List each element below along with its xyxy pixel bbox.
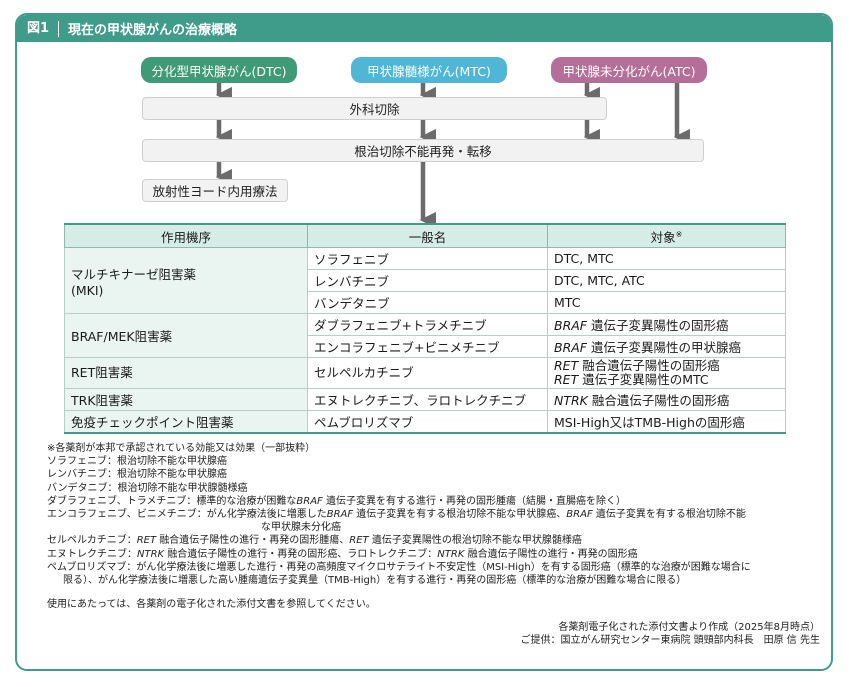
flow-arrows [215,83,690,225]
header-target-label: 対象 [650,229,676,245]
node-dtc: 分化型甲状腺がん(DTC) [141,57,297,83]
header-generic: 一般名 [307,223,548,248]
drug-name: ペムブロリズマブ [307,410,548,434]
note-text: 遺伝子変異を有する進行・再発の固形腫瘍（結腸・直腸癌を除く） [322,495,626,507]
source-credit: 各薬剤電子化された添付文書より作成（2025年8月時点） ご提供：国立がん研究セ… [520,621,820,647]
node-rai: 放射性ヨード内用療法 [142,179,288,202]
header-mechanism: 作用機序 [64,223,308,248]
gene-name: RET [554,358,579,373]
note-text: セルペルカチニブ： [47,535,137,547]
gene-name: NTRK [554,393,588,408]
header-target: 対象※ [547,223,786,248]
figure-title: 現在の甲状腺がんの治療概略 [68,23,238,38]
note-line: レンバチニブ：根治切除不能な甲状腺癌 [47,469,227,481]
gene-name: RET [554,372,579,387]
figure-label: 図1 [17,20,60,37]
category-trk: TRK阻害薬 [64,388,308,411]
drug-name: レンバチニブ [307,269,548,292]
drug-target: BRAF 遺伝子変異陽性の甲状腺癌 [547,335,786,358]
note-line: エヌトレクチニブ：NTRK 融合遺伝子陽性の進行・再発の固形癌、ラロトレクチニブ… [47,548,787,561]
note-line: 限る）、がん化学療法後に増悪した高い腫瘍遺伝子変異量（TMB-High）を有する… [63,575,687,587]
drug-name: セルペルカチニブ [307,357,548,389]
note-text: 遺伝子変異を有する根治切除不能 [592,509,746,521]
node-mtc: 甲状腺髄様がん(MTC) [351,57,507,83]
drug-target: MSI-High又はTMB-Highの固形癌 [547,410,786,434]
table-row: マルチキナーゼ阻害薬(MKI) ソラフェニブ DTC, MTC [64,247,786,314]
table-row: TRK阻害薬 エヌトレクチニブ、ラロトレクチニブ NTRK 融合遺伝子陽性の固形… [64,388,786,411]
drug-target-text: 遺伝子変異陽性の甲状腺癌 [587,340,741,355]
drug-name: エンコラフェニブ+ビニメチニブ [307,335,548,358]
gene-name: BRAF [296,495,323,507]
table-header-row: 作用機序 一般名 対象※ [64,223,786,248]
note-line: ソラフェニブ：根治切除不能な甲状腺癌 [47,456,227,468]
footnotes: ※各薬剤が本邦で承認されている効能又は効果（一部抜粋） ソラフェニブ：根治切除不… [47,442,787,611]
gene-name: BRAF [566,509,593,521]
gene-name: BRAF [554,318,588,333]
note-line: な甲状腺未分化癌 [261,522,341,534]
note-line: バンデタニブ：根治切除不能な甲状腺髄様癌 [47,482,248,494]
note-line: セルペルカチニブ：RET 融合遺伝子陽性の進行・再発の固形腫瘍、RET 遺伝子変… [47,534,787,547]
note-text: 融合遺伝子陽性の進行・再発の固形癌、ラロトレクチニブ： [164,548,438,560]
category-braf: BRAF/MEK阻害薬 [64,313,308,358]
figure-frame: 図1 現在の甲状腺がんの治療概略 分化型甲状腺がん(DTC) 甲状腺髄様がん(M… [15,13,833,671]
note-text: 融合遺伝子陽性の進行・再発の固形腫瘍、 [156,535,350,547]
drug-target: DTC, MTC, ATC [547,269,786,292]
node-unresectable: 根治切除不能再発・転移 [142,139,704,162]
category-mki-line2: (MKI) [71,282,104,298]
note-line: エンコラフェニブ、ビニメチニブ：がん化学療法後に増悪したBRAF 遺伝子変異を有… [47,508,787,521]
drug-table: 作用機序 一般名 対象※ マルチキナーゼ阻害薬(MKI) ソラフェニブ DTC,… [64,223,786,434]
category-checkpoint: 免疫チェックポイント阻害薬 [64,410,308,434]
gene-name: NTRK [137,548,165,560]
drug-target: DTC, MTC [547,247,786,270]
note-text: エンコラフェニブ、ビニメチニブ：がん化学療法後に増悪した [47,509,327,521]
drug-target: NTRK 融合遺伝子陽性の固形癌 [547,388,786,411]
note-text: エヌトレクチニブ： [47,548,137,560]
drug-target-text: 遺伝子変異陽性のMTC [578,372,709,387]
figure-header: 図1 現在の甲状腺がんの治療概略 [17,15,831,42]
note-line: ※各薬剤が本邦で承認されている効能又は効果（一部抜粋） [47,443,316,454]
table-row: 免疫チェックポイント阻害薬 ペムブロリズマブ MSI-High又はTMB-Hig… [64,410,786,434]
category-ret: RET阻害薬 [64,357,308,389]
credit-line: 各薬剤電子化された添付文書より作成（2025年8月時点） [558,622,820,633]
table-row: レンバチニブ DTC, MTC, ATC [65,269,786,292]
note-text: 遺伝子変異を有する根治切除不能な甲状腺癌、 [353,509,567,521]
drug-name: ダブラフェニブ+トラメチニブ [307,313,548,336]
drug-target: BRAF 遺伝子変異陽性の固形癌 [547,313,786,336]
category-mki: マルチキナーゼ阻害薬(MKI) [64,247,308,314]
note-text: 遺伝子変異陽性の根治切除不能な甲状腺髄様癌 [368,535,582,547]
credit-line: ご提供：国立がん研究センター東病院 頭頸部内科長 田原 信 先生 [520,635,820,646]
node-atc: 甲状腺未分化がん(ATC) [551,57,707,83]
gene-name: NTRK [437,548,465,560]
note-usage: 使用にあたっては、各薬剤の電子化された添付文書を参照してください。 [47,599,376,611]
note-line: ダブラフェニブ、トラメチニブ：標準的な治療が困難なBRAF 遺伝子変異を有する進… [47,495,787,508]
drug-target-text: 融合遺伝子陽性の固形癌 [578,358,720,373]
gene-name: BRAF [554,340,588,355]
gene-name: BRAF [326,509,354,521]
node-surgery: 外科切除 [142,97,607,120]
gene-name: RET [136,535,157,547]
note-text: ダブラフェニブ、トラメチニブ：標準的な治療が困難な [47,495,297,507]
header-target-mark: ※ [675,229,683,239]
table-row: BRAF/MEK阻害薬 ダブラフェニブ+トラメチニブ BRAF 遺伝子変異陽性の… [64,313,786,358]
category-mki-line1: マルチキナーゼ阻害薬 [71,266,197,282]
drug-name: エヌトレクチニブ、ラロトレクチニブ [307,388,548,411]
gene-name: RET [349,535,369,547]
note-text: 融合遺伝子陽性の進行・再発の固形癌 [464,548,638,560]
note-line: ペムブロリズマブ：がん化学療法後に増悪した進行・再発の高頻度マイクロサテライト不… [47,561,751,573]
drug-name: ソラフェニブ [307,247,548,270]
drug-target: MTC [547,291,786,314]
drug-target-text: 遺伝子変異陽性の固形癌 [587,318,729,333]
drug-target-text: 融合遺伝子陽性の固形癌 [587,393,730,408]
drug-name: バンデタニブ [307,291,548,314]
